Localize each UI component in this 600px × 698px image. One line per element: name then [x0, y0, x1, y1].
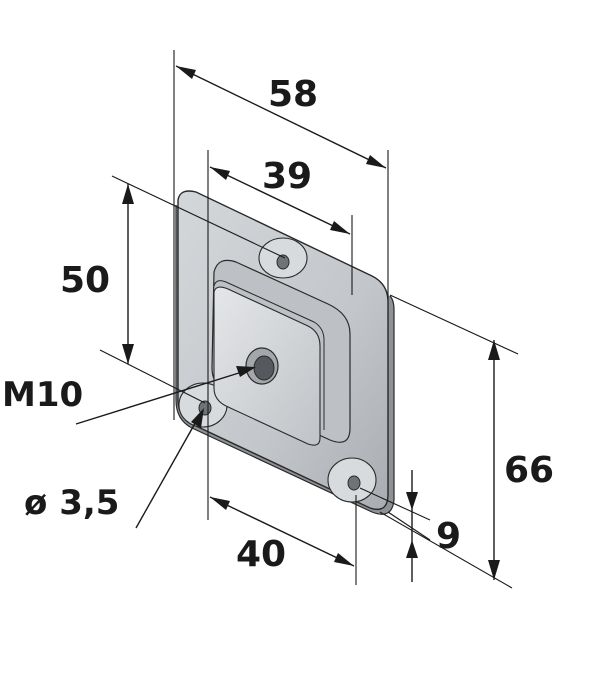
label-58: 58 — [268, 74, 318, 115]
label-50: 50 — [60, 260, 110, 301]
label-hole-diameter: ø 3,5 — [24, 483, 119, 523]
dim-line-40 — [209, 496, 355, 567]
label-m10: M10 — [2, 375, 83, 415]
mounting-plate — [175, 190, 395, 515]
dimension-labels: 58 39 50 66 40 9 M10 ø 3,5 — [2, 74, 554, 575]
dim-line-58 — [175, 65, 387, 169]
center-boss-bevel — [213, 280, 325, 430]
dimension-lines — [75, 50, 519, 589]
leader-hole-diameter — [135, 417, 199, 529]
dim-line-39 — [209, 166, 351, 235]
center-thread-hole — [253, 355, 275, 381]
top-hole — [276, 254, 290, 270]
label-39: 39 — [262, 156, 312, 197]
label-9: 9 — [436, 516, 461, 557]
leader-m10 — [75, 371, 243, 425]
label-40: 40 — [236, 534, 286, 575]
right-hole — [347, 475, 361, 491]
label-66: 66 — [504, 450, 554, 491]
